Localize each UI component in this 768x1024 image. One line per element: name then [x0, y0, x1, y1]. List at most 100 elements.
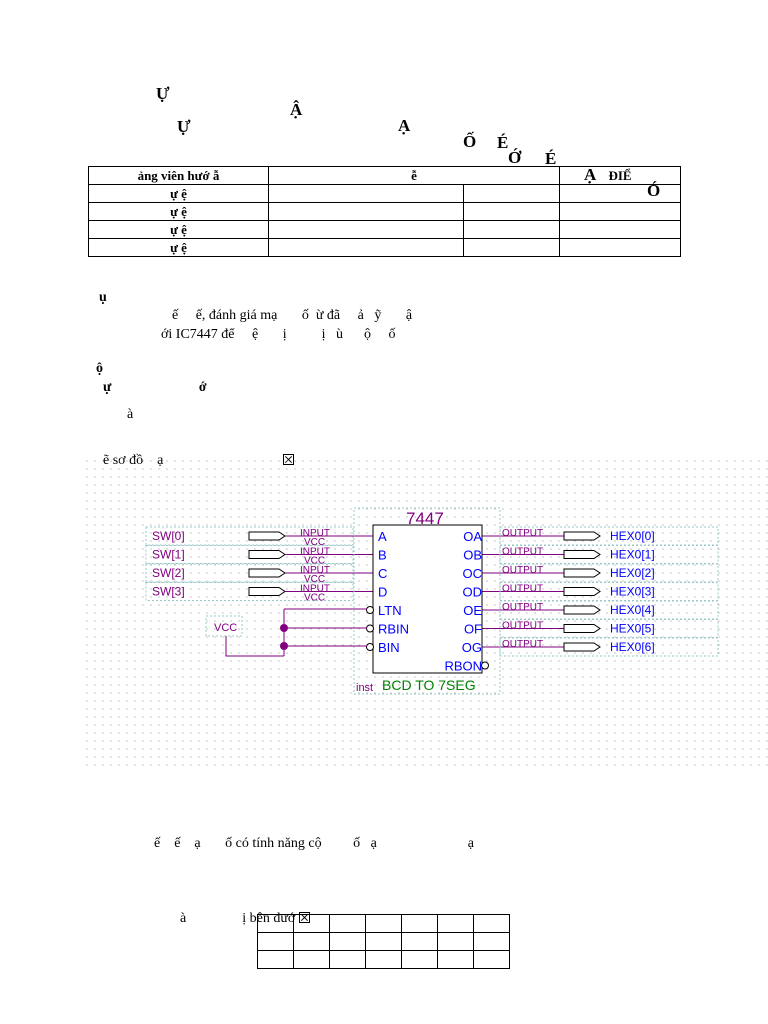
table-cell: [401, 914, 438, 933]
header-line2-char: É: [545, 149, 557, 168]
table-cell: [293, 950, 330, 969]
table-cell: ự ệ: [88, 202, 269, 221]
input-port-symbol: [248, 587, 286, 596]
table-cell: [463, 184, 560, 203]
output-label: HEX0[5]: [610, 622, 655, 636]
table-cell: ự ệ: [88, 184, 269, 203]
vcc-box: [205, 615, 243, 637]
table-cell: [473, 914, 510, 933]
header-cell-topic: ễ: [268, 166, 560, 185]
output-port-label: OUTPUT: [502, 639, 543, 650]
table-cell: [559, 238, 681, 257]
chip-right-pin: OG: [462, 640, 482, 655]
section-b-subheading: ự ớ: [103, 380, 207, 395]
chip-right-pin: OB: [463, 548, 482, 563]
output-port-symbol: [563, 531, 601, 541]
output-port-label: OUTPUT: [502, 565, 543, 576]
output-label: HEX0[0]: [610, 529, 655, 543]
output-label: HEX0[2]: [610, 566, 655, 580]
chip-left-pin: B: [378, 548, 387, 563]
table-cell: ự ệ: [88, 238, 269, 257]
header-cell-instructor: ảng viên hướ ẫ: [88, 166, 269, 185]
grade-table: ảng viên hướ ẫ ễ ĐIỂ ự ệ ự ệ ự ệ ự ệ: [88, 166, 681, 257]
output-port-label: OUTPUT: [502, 528, 543, 539]
output-port-symbol: [563, 587, 601, 596]
table-row: ự ệ: [88, 220, 681, 239]
answer-table: [257, 914, 510, 969]
output-label: HEX0[6]: [610, 640, 655, 654]
chip-left-pin: A: [378, 529, 387, 544]
output-selection-box: [499, 637, 719, 657]
section-c-line1: ế ế ạ ố có tính năng cộ ố ạ ạ: [154, 836, 474, 851]
output-port-label: OUTPUT: [502, 621, 543, 632]
table-cell: [473, 932, 510, 951]
inversion-bubble: [366, 643, 374, 651]
section-b-line: à: [127, 407, 134, 422]
input-port-label: INPUT: [300, 528, 330, 539]
chip-selection-box: [353, 507, 501, 695]
chip-left-pin: RBIN: [378, 622, 409, 637]
chip-left-pin: C: [378, 566, 387, 581]
chip-right-pin: OF: [464, 622, 482, 637]
header-line2-char: É: [497, 133, 509, 152]
input-port-label: INPUT: [300, 584, 330, 595]
table-cell: [268, 220, 464, 239]
table-cell: [559, 184, 681, 203]
junction-dot: [280, 642, 288, 650]
chip-left-pin: BIN: [378, 640, 400, 655]
header-line1-char: Ạ: [398, 116, 411, 135]
chip-right-pin: RBON: [444, 659, 482, 674]
output-label: HEX0[1]: [610, 548, 655, 562]
section-a-line1: ế ế, đánh giá mạ ố ừ đã ả ỹ ậ: [172, 308, 413, 323]
table-cell: [401, 950, 438, 969]
input-port-label: INPUT: [300, 547, 330, 558]
chip-right-pin: OC: [463, 566, 483, 581]
inversion-bubble: [366, 624, 374, 633]
output-port-symbol: [563, 642, 601, 652]
chip-right-pin: OD: [463, 585, 483, 600]
table-row: ự ệ: [88, 202, 681, 221]
chip-right-pin: OE: [463, 603, 482, 618]
table-cell: [437, 914, 474, 933]
input-label: SW[0]: [152, 529, 185, 543]
table-cell: [268, 184, 464, 203]
section-a-heading: ụ: [99, 290, 107, 305]
table-row: [257, 950, 510, 969]
table-cell: [257, 950, 294, 969]
chip-left-pin: D: [378, 585, 387, 600]
inversion-bubble: [366, 606, 374, 614]
output-label: HEX0[4]: [610, 603, 655, 617]
input-label: SW[1]: [152, 548, 185, 562]
table-cell: [329, 914, 366, 933]
table-cell: [365, 950, 402, 969]
header-line1-char: Ự: [156, 84, 170, 103]
table-cell: [268, 202, 464, 221]
header-line1-char: Ố: [463, 132, 477, 151]
output-port-symbol: [563, 605, 601, 615]
grade-table-header-row: ảng viên hướ ẫ ễ ĐIỂ: [88, 166, 681, 185]
vcc-label: VCC: [304, 593, 325, 604]
table-cell: [559, 202, 681, 221]
input-port-label: INPUT: [300, 565, 330, 576]
input-port-symbol: [248, 550, 286, 559]
inversion-bubble: [481, 661, 489, 670]
header-line1-char: Ậ: [290, 100, 303, 119]
table-row: [257, 914, 510, 933]
table-cell: [365, 932, 402, 951]
header-line2-char: Ự: [177, 117, 191, 136]
table-cell: [463, 202, 560, 221]
table-cell: [293, 914, 330, 933]
output-label: HEX0[3]: [610, 585, 655, 599]
input-port-symbol: [248, 531, 286, 541]
table-cell: [437, 950, 474, 969]
table-cell: [437, 932, 474, 951]
table-cell: [401, 932, 438, 951]
output-port-label: OUTPUT: [502, 602, 543, 613]
table-cell: [293, 932, 330, 951]
table-cell: [268, 238, 464, 257]
output-port-symbol: [563, 568, 601, 578]
section-b-heading: ộ: [96, 361, 103, 376]
input-label: SW[2]: [152, 566, 185, 580]
table-cell: [257, 914, 294, 933]
